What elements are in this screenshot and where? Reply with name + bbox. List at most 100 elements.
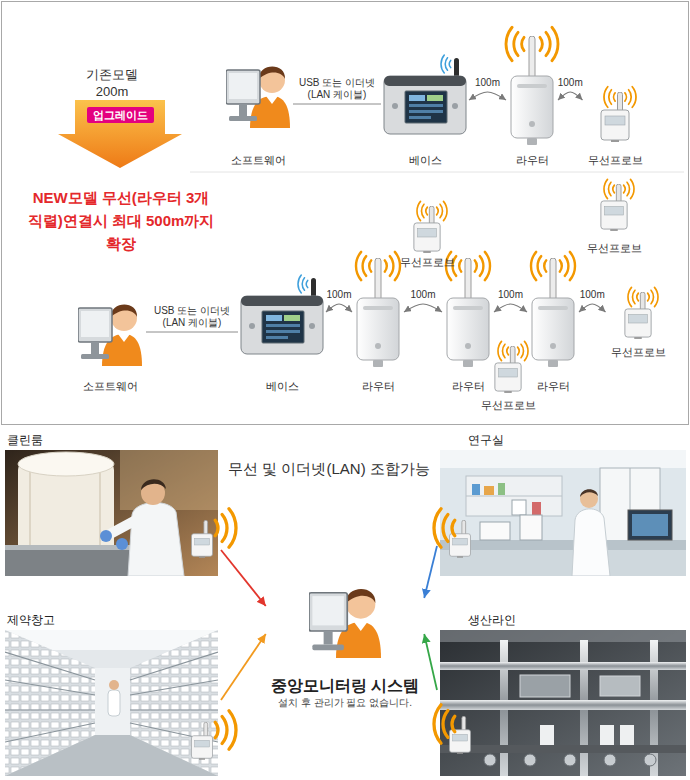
link-line	[579, 304, 606, 312]
signal-waves	[498, 341, 508, 360]
lab-photo	[484, 486, 494, 495]
lab-photo	[440, 540, 686, 550]
site-photo: 연구실	[438, 432, 688, 578]
device-label: 라우터	[452, 379, 485, 393]
warehouse-photo	[5, 630, 218, 776]
lab-photo	[440, 450, 686, 468]
router-icon	[532, 258, 574, 367]
device-label: 베이스	[409, 153, 442, 167]
signal-waves	[475, 252, 490, 280]
signal-waves	[417, 201, 447, 220]
link-line	[424, 634, 437, 690]
cleanroom-photo	[110, 520, 136, 534]
signal-waves	[215, 711, 236, 750]
signal-waves	[531, 252, 546, 280]
signal-waves	[531, 252, 575, 280]
signal-waves	[624, 179, 634, 198]
device-label: 라우터	[516, 153, 549, 167]
link-line	[558, 92, 583, 100]
cleanroom-photo	[128, 503, 184, 576]
device-label: 소프트웨어	[83, 379, 138, 393]
link-label: 100m	[557, 77, 584, 89]
lab-photo	[628, 510, 672, 540]
wireless-probe: 무선프로브	[584, 88, 647, 167]
upgrade-badge: 업그레이드	[87, 107, 154, 123]
cleanroom-photo	[141, 479, 166, 490]
lab-photo	[512, 500, 526, 515]
signal-waves	[604, 87, 615, 108]
wireless-probe: 무선프로브	[477, 343, 540, 412]
signal-waves	[437, 201, 447, 220]
model-note: 기존모델 200m	[80, 66, 144, 100]
production-photo	[600, 676, 640, 696]
link-label: USB 또는 이더넷 (LAN 케이블)	[149, 305, 235, 329]
link-line	[404, 304, 442, 312]
lab-photo	[440, 550, 686, 576]
link-line	[146, 332, 238, 333]
cleanroom-photo	[30, 472, 100, 552]
signal-waves	[506, 27, 524, 60]
production-photo	[604, 754, 616, 766]
operator-icon	[78, 305, 142, 366]
site-label: 제약창고	[7, 612, 55, 628]
lab-photo	[580, 490, 598, 508]
upgrade-note: NEW모델 무선(라우터 3개 직렬)연결시 최대 500m까지 확장	[21, 186, 221, 255]
device-label: 무선프로브	[588, 153, 643, 167]
wireless-probe: 무선프로브	[396, 203, 459, 269]
link-label: 100m	[409, 289, 436, 301]
device-label: 무선프로브	[611, 345, 666, 359]
signal-waves	[625, 87, 636, 108]
production-photo	[484, 754, 496, 766]
lab-photo	[632, 514, 668, 536]
device-label: 무선프로브	[587, 241, 642, 255]
link-label: USB 또는 이더넷 (LAN 케이블)	[294, 77, 380, 101]
production-photo	[440, 630, 686, 642]
signal-waves	[441, 55, 451, 73]
signal-waves	[518, 341, 528, 360]
device-label: 무선프로브	[481, 398, 536, 412]
warehouse-photo	[95, 668, 130, 735]
router-unit: 라우터	[528, 245, 578, 393]
lab-photo	[532, 502, 541, 515]
signal-waves	[560, 252, 575, 280]
signal-waves	[434, 509, 455, 548]
site-label: 연구실	[468, 432, 504, 448]
base-unit: 베이스	[382, 55, 468, 167]
lab-photo	[440, 450, 686, 576]
lab-photo	[520, 515, 542, 540]
signal-waves	[298, 275, 308, 293]
production-photo	[600, 725, 614, 745]
warehouse-photo	[109, 680, 119, 690]
central-monitor: 중앙모니터링 시스템설치 후 관리가 필요 없습니다.	[267, 566, 423, 710]
signal-waves	[215, 509, 236, 548]
link-line	[221, 634, 266, 700]
link-line	[469, 92, 506, 100]
signal-waves	[506, 27, 558, 60]
cleanroom-photo	[5, 450, 218, 576]
production-photo	[440, 630, 686, 776]
signal-waves	[628, 287, 638, 306]
cleanroom-photo	[116, 538, 128, 550]
system-title: 중앙모니터링 시스템	[271, 676, 419, 696]
lab-photo	[480, 522, 510, 540]
device-label: 라우터	[362, 379, 395, 393]
signal-waves	[434, 705, 455, 744]
production-photo	[440, 745, 686, 753]
link-line	[494, 304, 527, 312]
production-photo	[620, 725, 634, 745]
operator-icon	[309, 589, 381, 658]
signal-waves	[356, 252, 371, 280]
panel-frame	[2, 2, 689, 425]
production-photo	[520, 675, 570, 697]
row-divider	[190, 172, 684, 173]
base-icon	[384, 58, 466, 134]
software-station: 소프트웨어	[224, 45, 292, 167]
signal-waves	[298, 275, 308, 293]
signal-waves	[604, 179, 634, 198]
router-icon	[447, 258, 489, 367]
site-photo: 클린룸	[3, 432, 220, 578]
system-note: 설치 후 관리가 필요 없습니다.	[278, 696, 412, 710]
lab-photo	[580, 489, 598, 497]
signal-waves	[215, 711, 236, 750]
signal-waves	[498, 341, 528, 360]
